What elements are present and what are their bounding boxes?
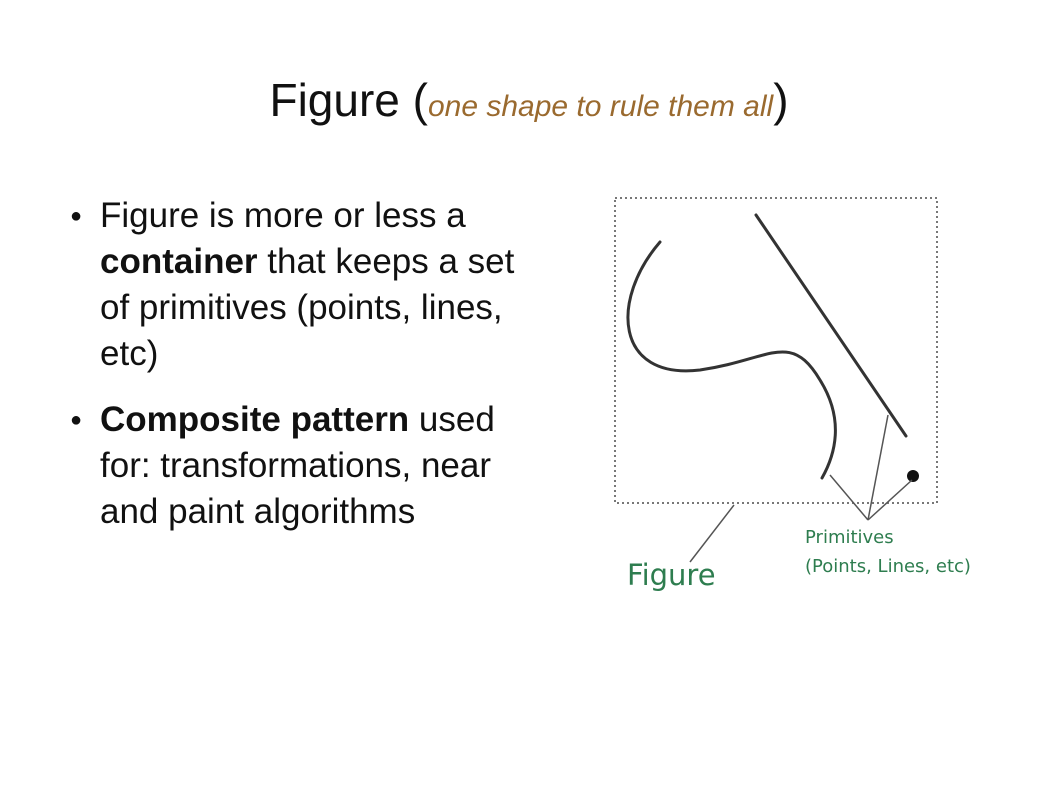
figure-pointer xyxy=(689,504,735,563)
figure-bounding-box xyxy=(614,197,938,504)
bullet-list: ● Figure is more or less a container tha… xyxy=(70,193,540,535)
primitives-pointer-line xyxy=(867,414,889,521)
primitives-label-line1: Primitives xyxy=(805,527,894,548)
title-close: ) xyxy=(773,74,789,126)
primitives-label-line2: (Points, Lines, etc) xyxy=(805,556,971,577)
bullet-text-bold: container xyxy=(100,242,258,281)
primitives-pointer-curve xyxy=(829,474,869,521)
bullet-text-bold: Composite pattern xyxy=(100,400,410,439)
bullet-item-composite: ● Composite pattern used for: transforma… xyxy=(70,397,540,535)
line-primitive xyxy=(754,213,908,438)
point-primitive xyxy=(907,470,919,482)
bullet-text-post: used for: transformations, near and pain… xyxy=(100,400,495,531)
curve-primitive xyxy=(626,240,837,480)
bullet-item-container: ● Figure is more or less a container tha… xyxy=(70,193,540,377)
bullet-text-post: that keeps a set of primitives (points, … xyxy=(100,242,515,373)
bullet-icon: ● xyxy=(70,409,83,431)
title-main: Figure ( xyxy=(269,74,428,126)
primitives-pointer-point xyxy=(867,479,913,521)
bullet-text-pre: Figure is more or less a xyxy=(100,196,466,235)
title-subtitle: one shape to rule them all xyxy=(427,90,774,123)
figure-label: Figure xyxy=(627,558,716,592)
bullet-icon: ● xyxy=(70,205,83,227)
figure-diagram: Figure Primitives (Points, Lines, etc) xyxy=(614,197,971,592)
slide-title: Figure (one shape to rule them all) xyxy=(0,68,1058,139)
